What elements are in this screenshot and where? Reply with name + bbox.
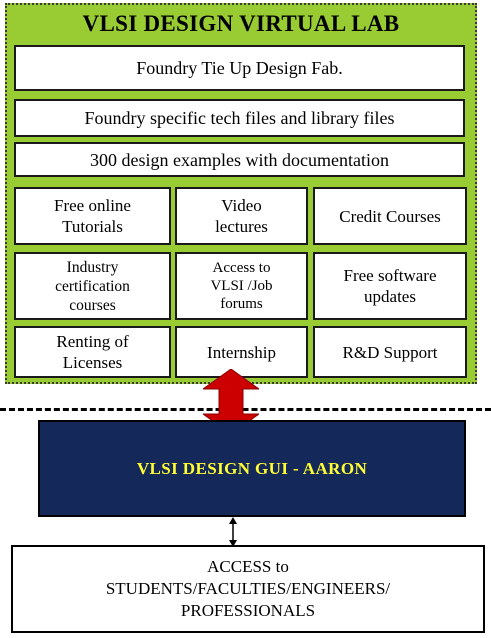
software-updates-label: Free software updates bbox=[343, 266, 437, 306]
design-examples-box: 300 design examples with documentation bbox=[14, 142, 465, 177]
design-examples-label: 300 design examples with documentation bbox=[90, 149, 389, 170]
access-box: ACCESS to STUDENTS/FACULTIES/ENGINEERS/ … bbox=[11, 545, 485, 633]
industry-certification-box: Industry certification courses bbox=[14, 252, 171, 320]
lab-title: VLSI DESIGN VIRTUAL LAB bbox=[82, 11, 400, 36]
access-label: ACCESS to STUDENTS/FACULTIES/ENGINEERS/ … bbox=[105, 557, 391, 620]
foundry-label: Foundry Tie Up Design Fab. bbox=[136, 58, 343, 78]
internship-label: Internship bbox=[207, 342, 276, 362]
tech-files-label: Foundry specific tech files and library … bbox=[84, 108, 395, 128]
renting-licenses-label: Renting of Licenses bbox=[56, 332, 129, 372]
rd-support-label: R&D Support bbox=[342, 342, 438, 362]
tech-files-box: Foundry specific tech files and library … bbox=[14, 99, 465, 137]
industry-certification-label: Industry certification courses bbox=[55, 258, 130, 314]
dashed-divider bbox=[0, 408, 491, 411]
credit-courses-label: Credit Courses bbox=[339, 206, 441, 226]
software-updates-box: Free software updates bbox=[313, 252, 467, 320]
free-tutorials-label: Free online Tutorials bbox=[54, 196, 131, 236]
access-forums-label: Access to VLSI /Job forums bbox=[210, 260, 273, 312]
credit-courses-box: Credit Courses bbox=[313, 187, 467, 245]
access-forums-box: Access to VLSI /Job forums bbox=[175, 252, 308, 320]
gui-label: VLSI DESIGN GUI - AARON bbox=[136, 458, 368, 478]
video-lectures-label: Video lectures bbox=[215, 196, 268, 236]
renting-licenses-box: Renting of Licenses bbox=[14, 326, 171, 378]
video-lectures-box: Video lectures bbox=[175, 187, 308, 245]
gui-box: VLSI DESIGN GUI - AARON bbox=[38, 420, 466, 517]
foundry-box: Foundry Tie Up Design Fab. bbox=[14, 45, 465, 91]
rd-support-box: R&D Support bbox=[313, 326, 467, 378]
connector-arrow-icon bbox=[229, 517, 237, 547]
free-tutorials-box: Free online Tutorials bbox=[14, 187, 171, 245]
double-arrow-icon bbox=[203, 369, 259, 434]
